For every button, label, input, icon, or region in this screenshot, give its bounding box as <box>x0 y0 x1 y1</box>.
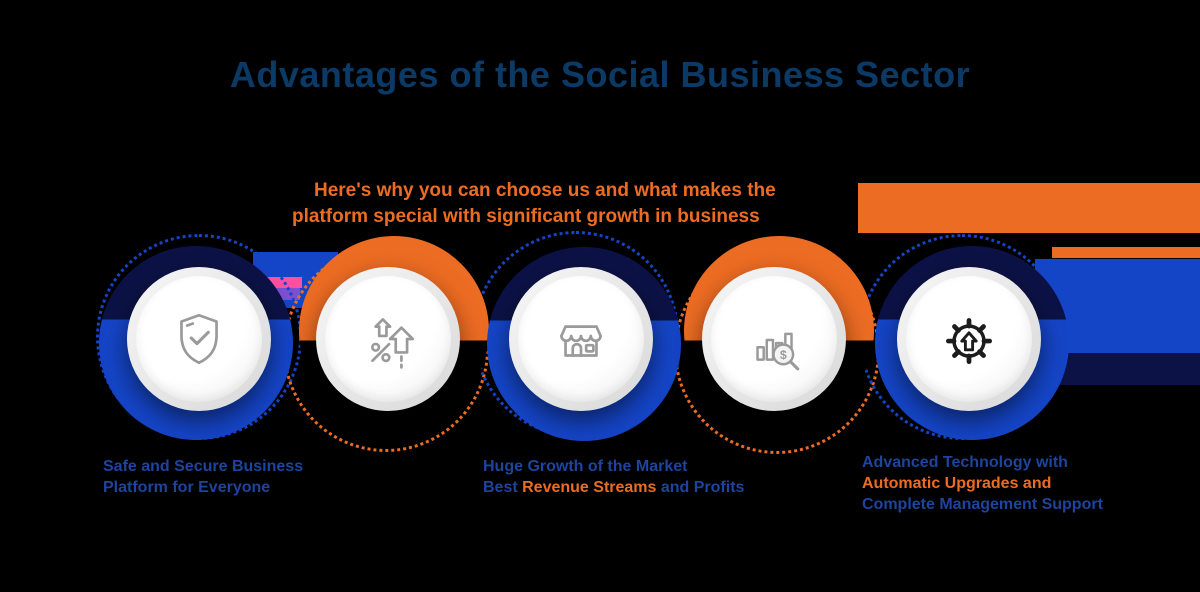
subtitle-ribbon <box>858 183 1200 233</box>
item-label-2-highlight: Revenue Streams <box>522 479 657 496</box>
svg-text:$: $ <box>780 348 787 362</box>
shield-check-icon <box>180 313 218 365</box>
item-circle-2 <box>316 267 460 411</box>
item-label-1-line-2: Platform for Everyone <box>103 479 271 496</box>
market-analysis-icon: $ <box>756 332 800 371</box>
right-band-orange <box>1052 247 1200 258</box>
item-circle-1 <box>127 267 271 411</box>
subtitle-line-1: Here's why you can choose us and what ma… <box>314 180 776 201</box>
storefront-icon <box>560 325 602 357</box>
item-circle-5 <box>897 267 1041 411</box>
item-label-3-line-2: Automatic Upgrades and <box>862 475 1052 492</box>
page-title: Advantages of the Social Business Sector <box>229 54 971 95</box>
item-label-3-line-1: Advanced Technology with <box>862 454 1068 471</box>
item-label-2: Huge Growth of the Market Best Revenue S… <box>483 456 744 498</box>
item-label-3: Advanced Technology with Automatic Upgra… <box>862 452 1103 515</box>
item-label-2-line-1: Huge Growth of the Market <box>483 458 688 475</box>
subtitle: Here's why you can choose us and what ma… <box>292 178 776 230</box>
item-circle-3 <box>509 267 653 411</box>
item-label-1: Safe and Secure Business Platform for Ev… <box>103 456 303 498</box>
item-circle-4: $ <box>702 267 846 411</box>
item-label-2-line-2: Best Revenue Streams and Profits <box>483 479 745 496</box>
gear-upgrade-icon <box>946 318 992 365</box>
subtitle-line-2: platform special with significant growth… <box>292 206 760 227</box>
item-label-3-line-3: Complete Management Support <box>862 496 1103 513</box>
growth-percent-icon <box>370 318 415 369</box>
item-label-1-line-1: Safe and Secure Business <box>103 458 304 475</box>
